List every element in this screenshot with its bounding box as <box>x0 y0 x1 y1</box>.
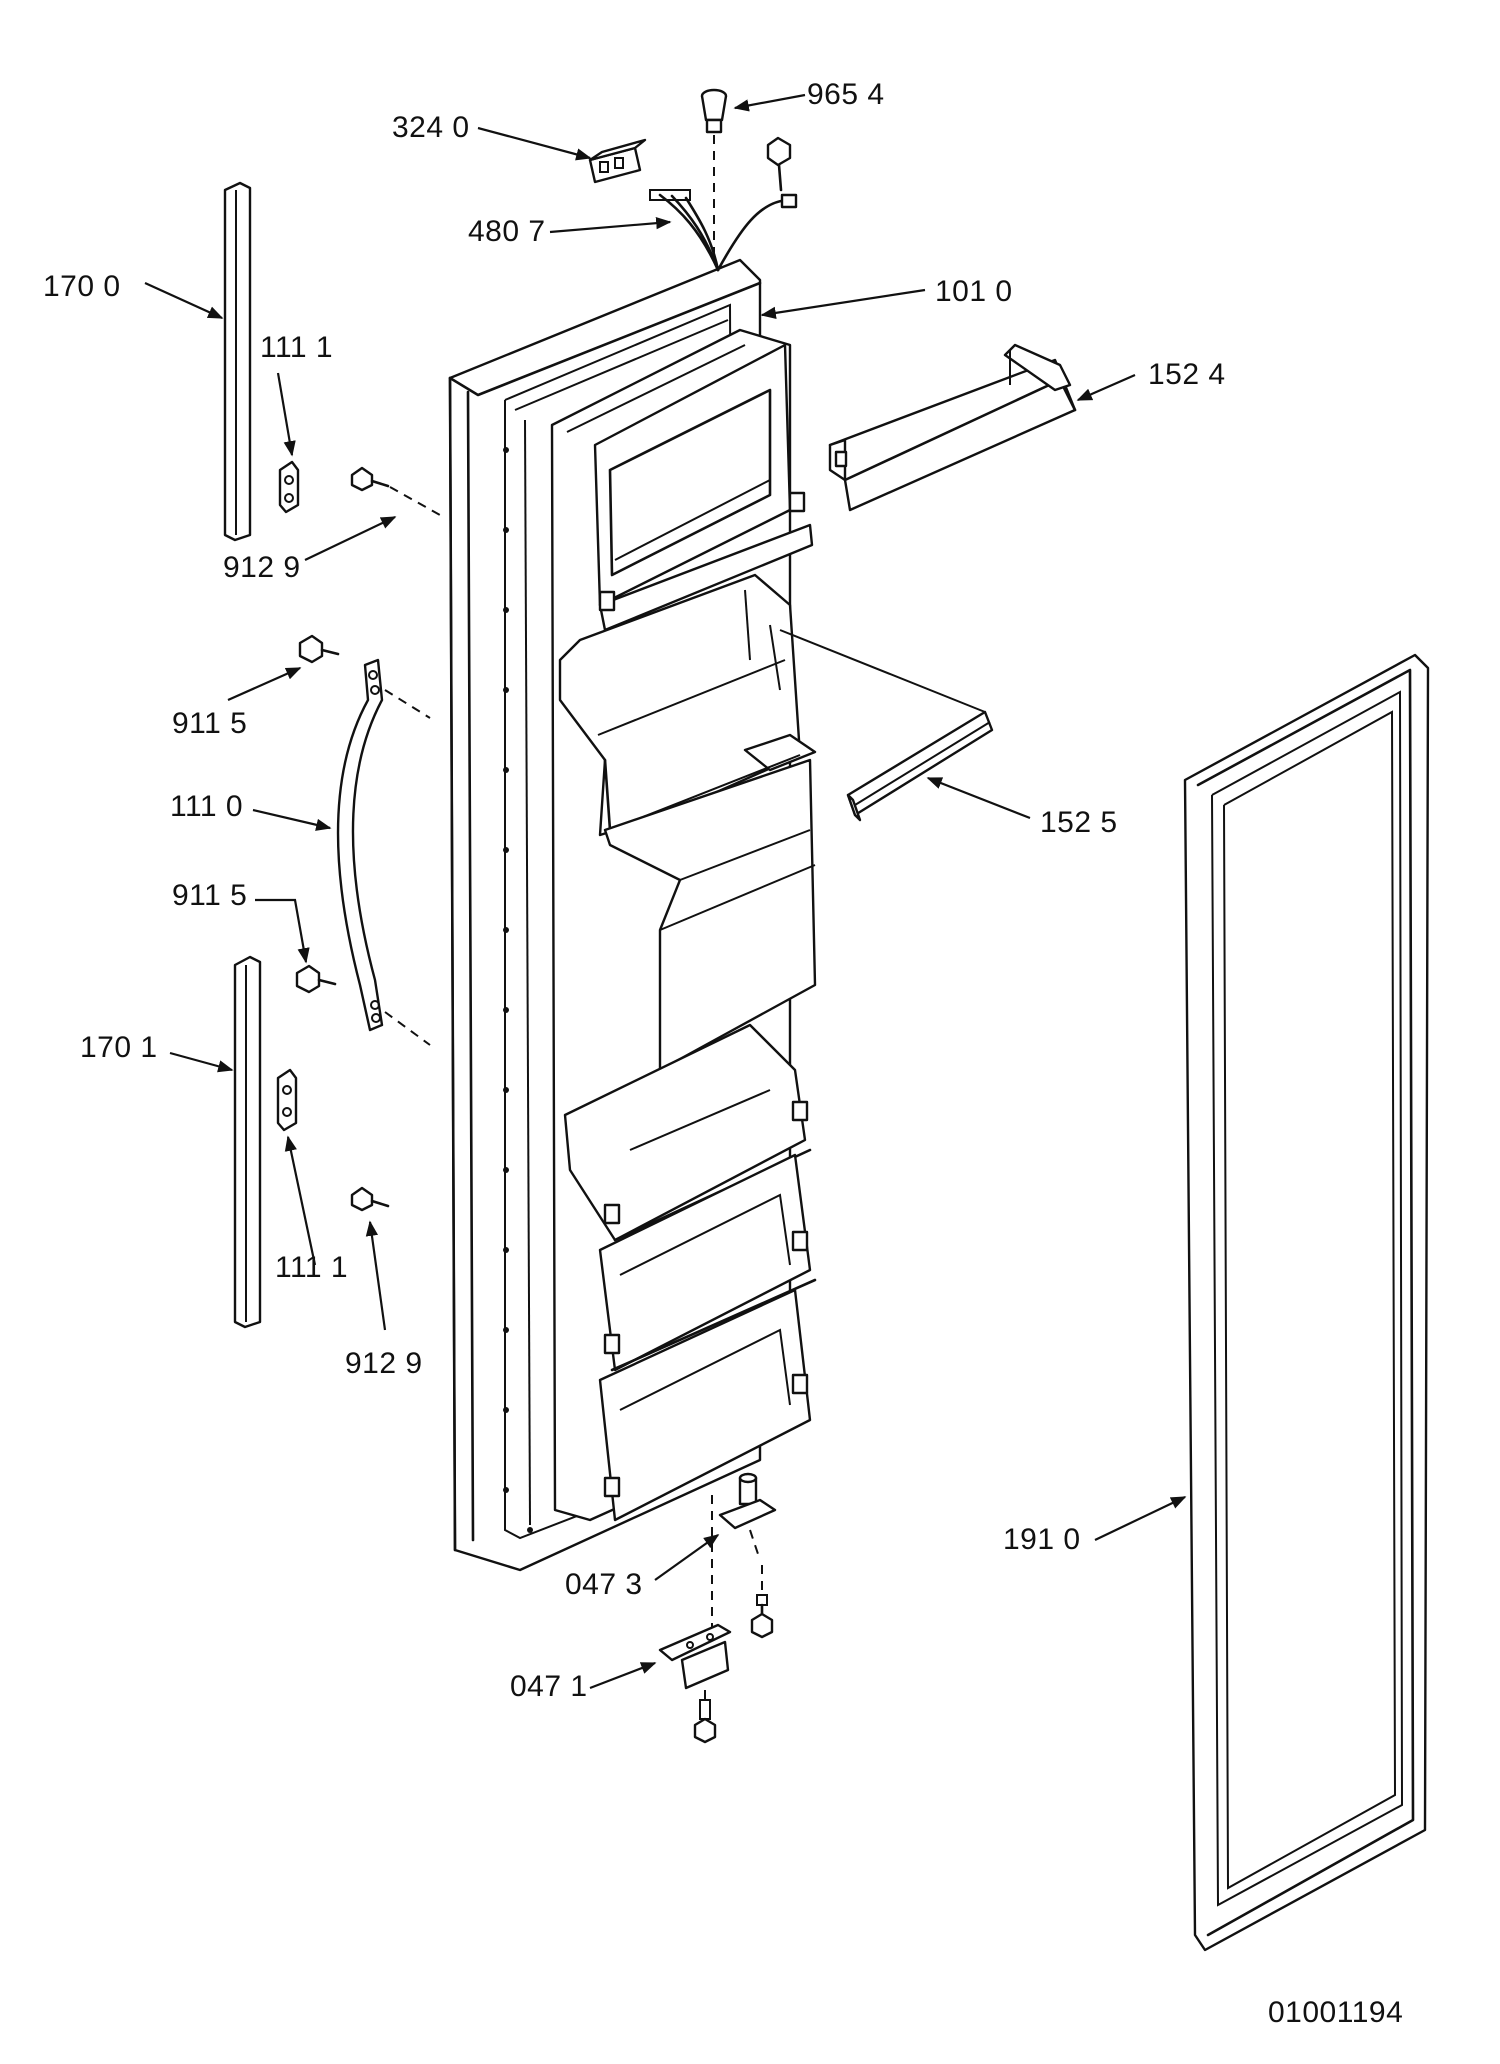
trim-strip-bottom <box>233 955 262 1329</box>
part-label-170-1: 170 1 <box>80 1031 158 1064</box>
hinge-screw-right <box>750 1565 774 1639</box>
hinge-part <box>658 1623 732 1690</box>
part-label-911-5-bottom: 911 5 <box>172 879 248 912</box>
part-label-911-5-top: 911 5 <box>172 707 248 740</box>
part-label-047-3: 047 3 <box>565 1568 643 1601</box>
part-label-101-0: 101 0 <box>935 275 1013 308</box>
harness-screw <box>766 136 792 192</box>
part-label-152-4: 152 4 <box>1148 358 1226 391</box>
hinge-pin-part <box>711 1472 777 1635</box>
trim-strip-top <box>223 181 252 542</box>
screw-bottom <box>350 1186 390 1212</box>
drawing-number: 01001194 <box>1268 1996 1404 2029</box>
shelf-ledge-part <box>779 629 994 822</box>
handle-clip-bottom <box>276 1068 298 1132</box>
part-label-111-0: 111 0 <box>170 790 244 823</box>
part-label-111-1-bottom: 111 1 <box>275 1251 349 1284</box>
part-label-170-0: 170 0 <box>43 270 121 303</box>
screw-top <box>350 466 441 516</box>
part-label-912-9-bottom: 912 9 <box>345 1347 423 1380</box>
part-label-111-1-top: 111 1 <box>260 331 334 364</box>
part-label-965-4: 965 4 <box>807 78 885 111</box>
handle-clip-top <box>278 460 300 514</box>
wire-harness-part <box>649 189 798 272</box>
door-bin-part <box>828 343 1077 512</box>
door-gasket-part <box>1183 653 1430 1952</box>
door-screw-row <box>503 447 533 1533</box>
handle-screw-bottom <box>295 964 337 994</box>
part-label-047-1: 047 1 <box>510 1670 588 1703</box>
part-label-152-5: 152 5 <box>1040 806 1118 839</box>
door-handle-part <box>336 658 431 1046</box>
door-assembly <box>448 258 817 1572</box>
part-label-480-7: 480 7 <box>468 215 546 248</box>
part-label-191-0: 191 0 <box>1003 1523 1081 1556</box>
part-label-912-9-top: 912 9 <box>223 551 301 584</box>
light-socket-part <box>700 88 728 260</box>
leader-arrows <box>144 93 1187 1690</box>
part-label-324-0: 324 0 <box>392 111 470 144</box>
hinge-screw-bottom <box>693 1690 717 1744</box>
handle-screw-top <box>298 634 340 664</box>
connector-part <box>588 138 647 184</box>
